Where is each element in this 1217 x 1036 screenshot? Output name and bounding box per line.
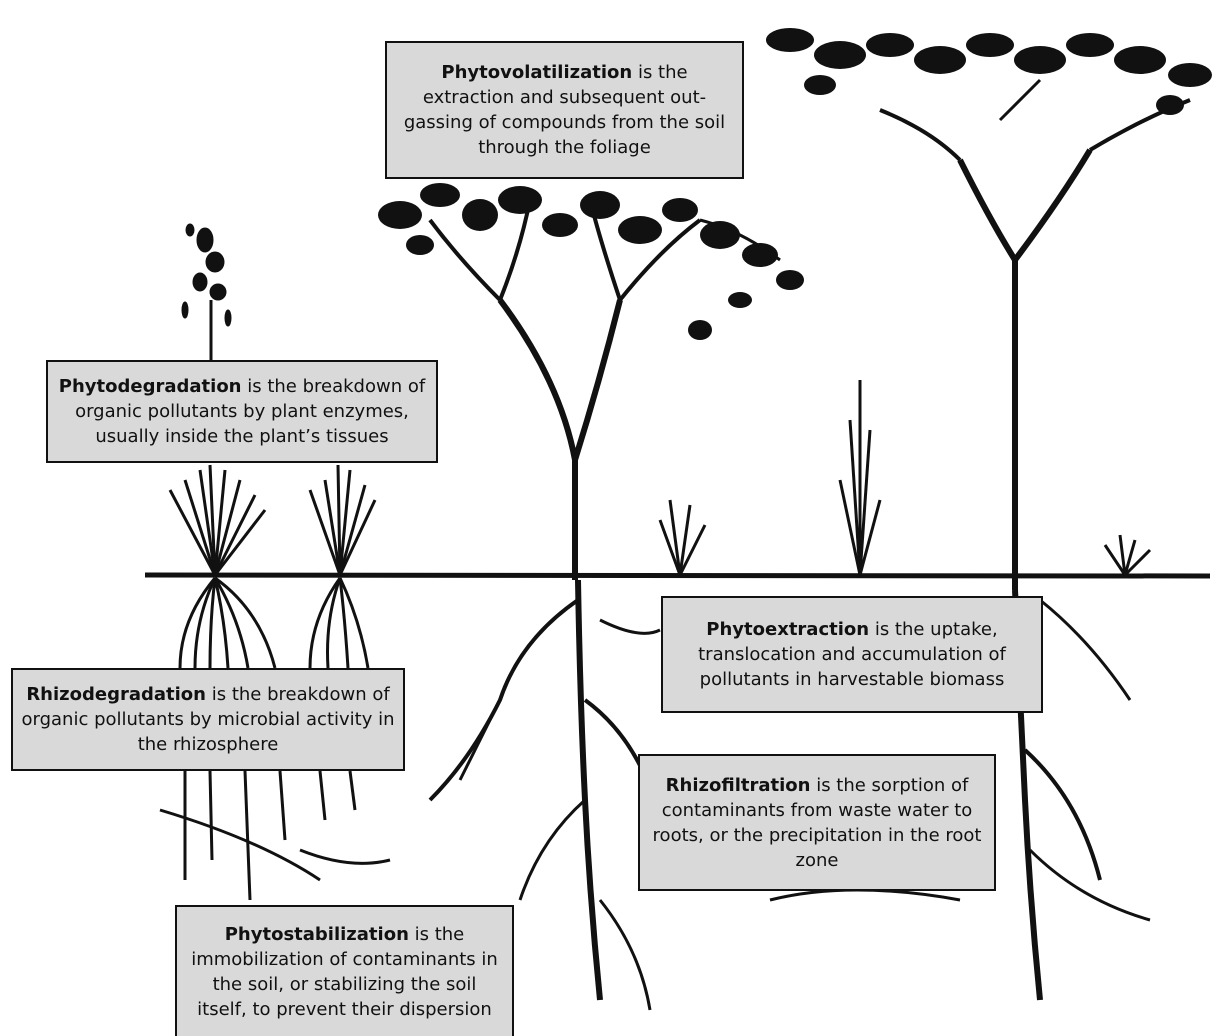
callout-phytoextraction: Phytoextraction is the uptake, transloca… bbox=[661, 596, 1043, 713]
tree-right bbox=[880, 80, 1190, 590]
ground-line bbox=[145, 575, 1210, 576]
callout-rhizofiltration-term: Rhizofiltration bbox=[666, 775, 811, 796]
callout-phytostabilization: Phytostabilization is the immobilization… bbox=[175, 905, 514, 1036]
shrubs bbox=[660, 380, 1150, 575]
tree-middle-foliage bbox=[378, 183, 804, 340]
callout-phytodegradation-term: Phytodegradation bbox=[59, 376, 242, 397]
grass-spike bbox=[182, 224, 231, 360]
tree-middle bbox=[430, 200, 780, 580]
grass-clump-left bbox=[170, 465, 375, 575]
callout-phytovolatilization-term: Phytovolatilization bbox=[441, 62, 632, 83]
callout-phytoextraction-term: Phytoextraction bbox=[706, 619, 869, 640]
tree-right-foliage bbox=[766, 28, 1212, 115]
callout-rhizodegradation: Rhizodegradation is the breakdown of org… bbox=[11, 668, 405, 771]
callout-rhizodegradation-term: Rhizodegradation bbox=[26, 684, 206, 705]
callout-rhizofiltration: Rhizofiltration is the sorption of conta… bbox=[638, 754, 996, 891]
callout-phytodegradation: Phytodegradation is the breakdown of org… bbox=[46, 360, 438, 463]
callout-phytostabilization-term: Phytostabilization bbox=[225, 924, 409, 945]
callout-phytovolatilization: Phytovolatilization is the extraction an… bbox=[385, 41, 744, 179]
